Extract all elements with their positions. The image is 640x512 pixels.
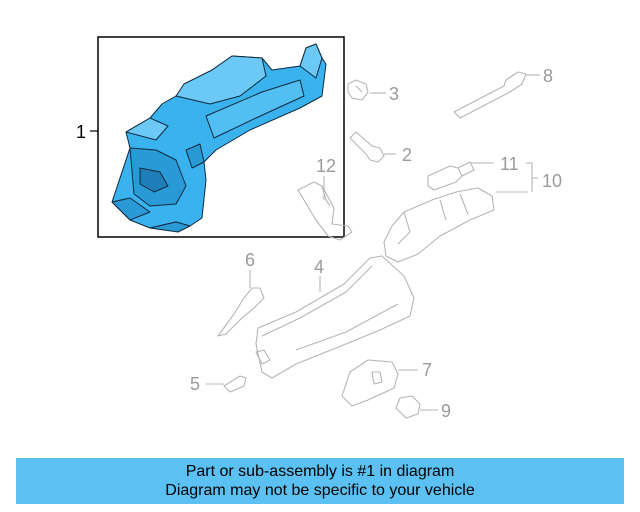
callout-11: 11 [500,154,519,174]
part-8-bracket [453,71,527,119]
callout-12: 12 [316,156,336,176]
callout-9: 9 [441,401,451,421]
callout-10: 10 [542,171,562,191]
part-9-cap [395,395,421,419]
callout-7: 7 [422,360,432,380]
part-6-damper [217,287,265,337]
part-4-door [255,255,415,379]
part-11-bumper [427,161,475,191]
part-1-frame [97,36,345,238]
callout-1: 1 [76,122,86,142]
callout-2: 2 [402,145,412,165]
callout-8: 8 [543,66,553,86]
ghost-parts [206,71,540,419]
part-2-screw [349,131,385,163]
callout-6: 6 [245,250,255,270]
part-1-glove-box-housing[interactable] [111,43,327,233]
part-5-pin [223,375,247,393]
callout-4: 4 [314,257,324,277]
part-10-latch [383,187,495,263]
callout-3: 3 [389,84,399,104]
banner-line-2: Diagram may not be specific to your vehi… [165,482,475,499]
part-3-clip [347,79,369,101]
part-7-lock [341,359,399,407]
callout-5: 5 [190,374,200,394]
banner-line-1: Part or sub-assembly is #1 in diagram [185,463,455,480]
part-12-strike [297,181,353,241]
info-banner: Part or sub-assembly is #1 in diagram Di… [16,458,624,504]
